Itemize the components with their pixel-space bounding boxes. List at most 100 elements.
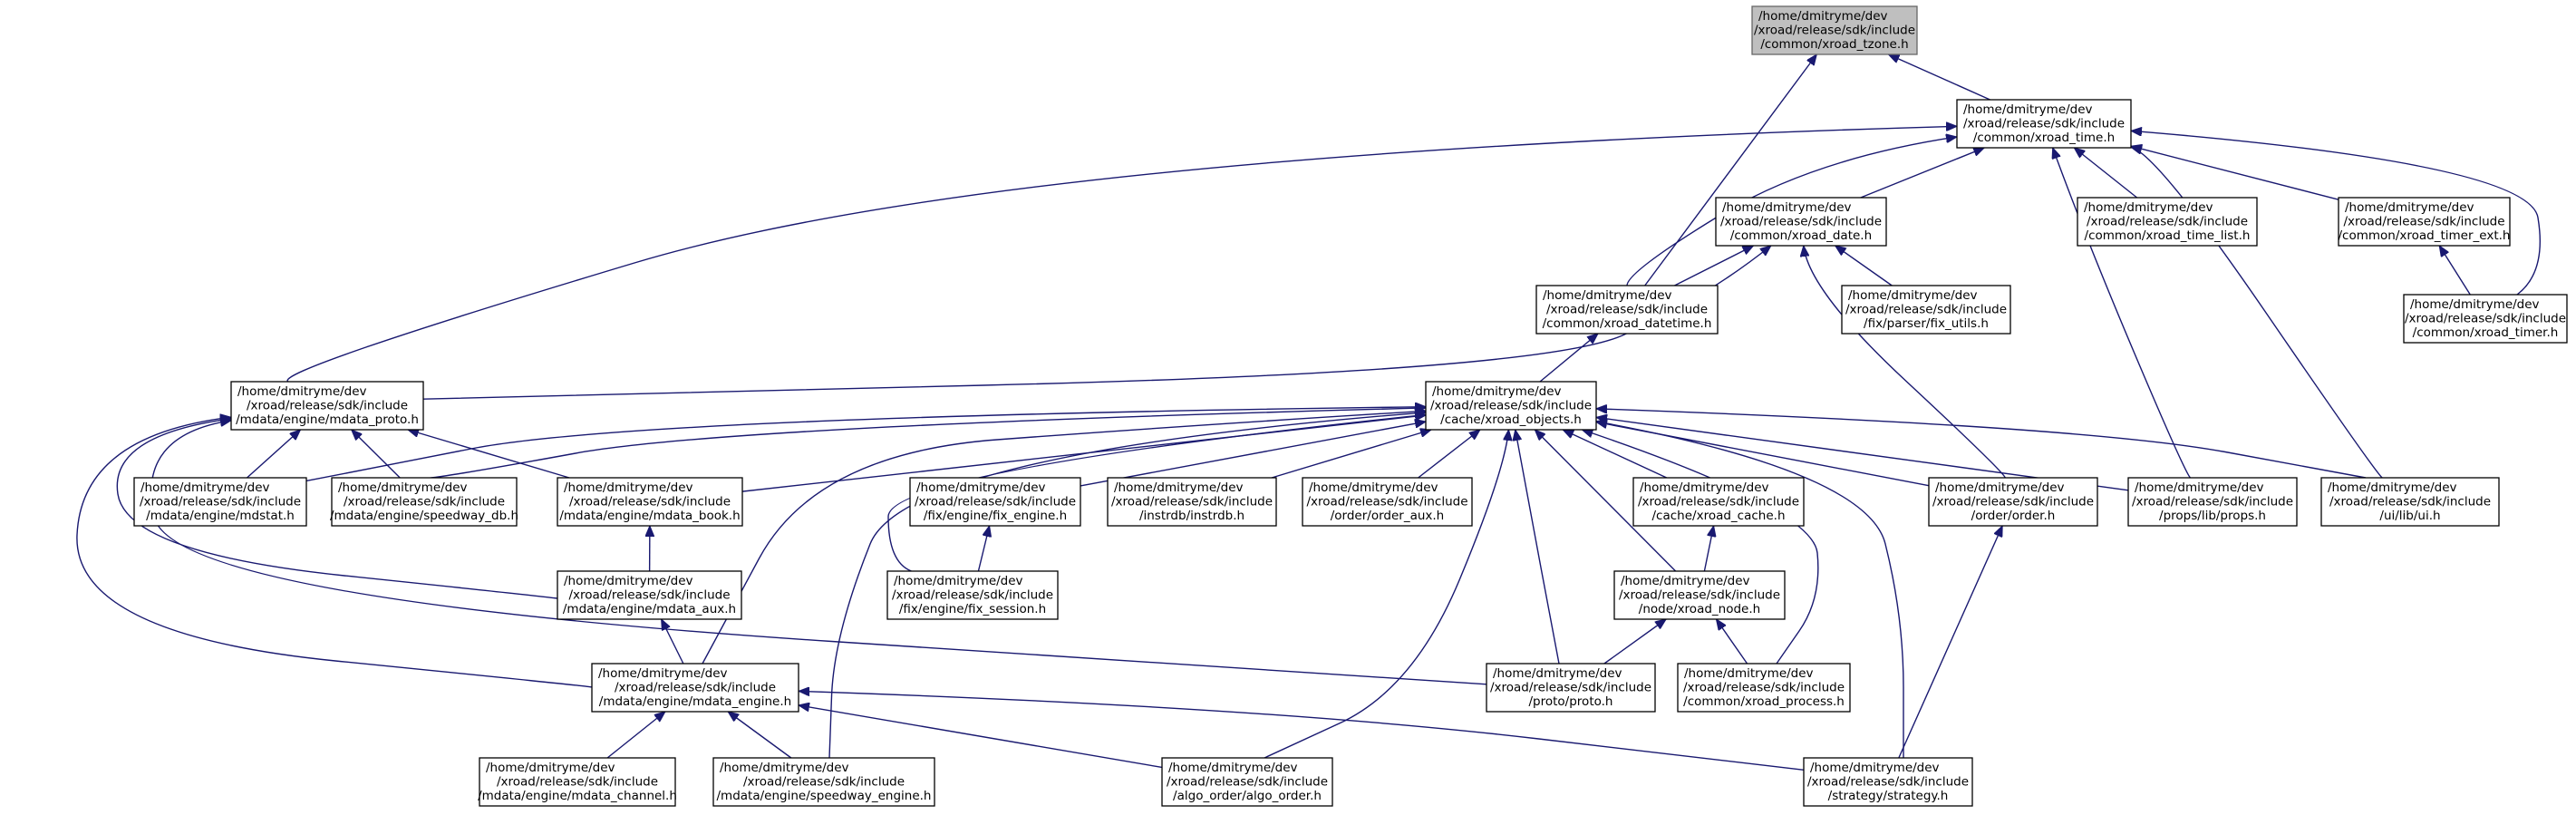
edge-mdata_channel-includes-mdata_engine [606, 712, 665, 759]
edge-props-includes-time [2053, 148, 2192, 479]
node-proto[interactable]: /home/dmitryme/dev/xroad/release/sdk/inc… [1486, 663, 1656, 713]
node-label-line: /xroad/release/sdk/include [1306, 495, 1467, 509]
node-time_list[interactable]: /home/dmitryme/dev/xroad/release/sdk/inc… [2077, 197, 2258, 247]
edge-fix_session-includes-fix_engine [977, 526, 989, 572]
node-props[interactable]: /home/dmitryme/dev/xroad/release/sdk/inc… [2127, 477, 2298, 527]
node-mdata_engine[interactable]: /home/dmitryme/dev/xroad/release/sdk/inc… [591, 663, 799, 713]
node-label-line: /fix/parser/fix_utils.h [1864, 316, 1989, 331]
node-mdata_book[interactable]: /home/dmitryme/dev/xroad/release/sdk/inc… [557, 477, 743, 527]
node-box [1613, 570, 1786, 620]
node-time[interactable]: /home/dmitryme/dev/xroad/release/sdk/inc… [1956, 99, 2132, 149]
node-xroad_cache[interactable]: /home/dmitryme/dev/xroad/release/sdk/inc… [1632, 477, 1805, 527]
node-label-line: /common/xroad_date.h [1730, 228, 1872, 243]
node-instrdb[interactable]: /home/dmitryme/dev/xroad/release/sdk/inc… [1107, 477, 1277, 527]
node-box [1161, 757, 1333, 807]
node-box [2403, 294, 2568, 344]
nodes: /home/dmitryme/dev/xroad/release/sdk/inc… [133, 5, 2568, 807]
node-label-line: /fix/engine/fix_engine.h [924, 509, 1067, 523]
node-label-line: /home/dmitryme/dev [1935, 480, 2065, 495]
node-label-line: /home/dmitryme/dev [338, 480, 468, 495]
node-fix_session[interactable]: /home/dmitryme/dev/xroad/release/sdk/inc… [886, 570, 1059, 620]
node-box [1425, 381, 1597, 431]
node-label-line: /strategy/strategy.h [1828, 789, 1949, 803]
node-label-line: /home/dmitryme/dev [1114, 480, 1244, 495]
node-label-line: /home/dmitryme/dev [2135, 480, 2264, 495]
node-box [1803, 757, 1973, 807]
node-label-line: /cache/xroad_objects.h [1440, 412, 1582, 427]
node-label-line: /home/dmitryme/dev [564, 574, 693, 588]
edge-order-includes-date [1804, 246, 2006, 479]
edge-xroad_node-includes-xroad_cache [1703, 526, 1713, 572]
node-label-line: /fix/engine/fix_session.h [899, 602, 1046, 616]
node-speedway_db[interactable]: /home/dmitryme/dev/xroad/release/sdk/inc… [330, 477, 518, 527]
node-label-line: /xroad/release/sdk/include [2343, 215, 2504, 229]
edge-fix_utils-includes-date [1835, 246, 1893, 286]
node-box [1715, 197, 1887, 247]
node-datetime[interactable]: /home/dmitryme/dev/xroad/release/sdk/inc… [1535, 285, 1719, 335]
node-strategy[interactable]: /home/dmitryme/dev/xroad/release/sdk/inc… [1803, 757, 1973, 807]
node-box [1632, 477, 1805, 527]
node-mdata_proto[interactable]: /home/dmitryme/dev/xroad/release/sdk/inc… [230, 381, 424, 431]
edge-instrdb-includes-objects [1271, 430, 1431, 479]
edge-speedway_db-includes-objects [425, 408, 1426, 479]
node-label-line: /common/xroad_time_list.h [2085, 228, 2251, 243]
edge-time_list-includes-time [2074, 148, 2138, 199]
node-box [2320, 477, 2500, 527]
node-label-line: /order/order.h [1971, 509, 2056, 523]
node-label-line: /home/dmitryme/dev [894, 574, 1023, 588]
node-label-line: /xroad/release/sdk/include [615, 681, 776, 695]
node-box [331, 477, 518, 527]
node-speedway_engine[interactable]: /home/dmitryme/dev/xroad/release/sdk/inc… [712, 757, 935, 807]
node-date[interactable]: /home/dmitryme/dev/xroad/release/sdk/inc… [1715, 197, 1887, 247]
node-mdata_channel[interactable]: /home/dmitryme/dev/xroad/release/sdk/inc… [478, 757, 677, 807]
edge-mdata_book-includes-mdata_proto [408, 430, 570, 479]
edge-timer_ext-includes-time [2131, 146, 2339, 200]
node-label-line: /xroad/release/sdk/include [1546, 303, 1708, 317]
node-label-line: /xroad/release/sdk/include [892, 588, 1053, 603]
node-label-line: /home/dmitryme/dev [2084, 200, 2213, 215]
node-box [909, 477, 1081, 527]
node-label-line: /xroad/release/sdk/include [140, 495, 301, 509]
node-label-line: /home/dmitryme/dev [140, 480, 270, 495]
node-label-line: /xroad/release/sdk/include [1638, 495, 1799, 509]
node-label-line: /xroad/release/sdk/include [1683, 681, 1845, 695]
node-fix_utils[interactable]: /home/dmitryme/dev/xroad/release/sdk/inc… [1841, 285, 2011, 335]
node-box [1928, 477, 2098, 527]
node-label-line: /home/dmitryme/dev [1810, 761, 1940, 775]
node-label-line: /order/order_aux.h [1331, 509, 1445, 523]
node-label-line: /node/xroad_node.h [1639, 602, 1760, 616]
node-fix_engine[interactable]: /home/dmitryme/dev/xroad/release/sdk/inc… [909, 477, 1081, 527]
node-algo_order[interactable]: /home/dmitryme/dev/xroad/release/sdk/inc… [1161, 757, 1333, 807]
node-xroad_node[interactable]: /home/dmitryme/dev/xroad/release/sdk/inc… [1613, 570, 1786, 620]
node-timer_ext[interactable]: /home/dmitryme/dev/xroad/release/sdk/inc… [2338, 197, 2511, 247]
node-box [2338, 197, 2511, 247]
node-timer[interactable]: /home/dmitryme/dev/xroad/release/sdk/inc… [2403, 294, 2568, 344]
node-mdata_aux[interactable]: /home/dmitryme/dev/xroad/release/sdk/inc… [557, 570, 742, 620]
node-label-line: /xroad/release/sdk/include [2132, 495, 2293, 509]
node-label-line: /common/xroad_time.h [1973, 131, 2115, 145]
node-label-line: /xroad/release/sdk/include [2329, 495, 2491, 509]
node-label-line: /home/dmitryme/dev [1309, 480, 1438, 495]
node-label-line: /instrdb/instrdb.h [1139, 509, 1244, 523]
node-label-line: /home/dmitryme/dev [1963, 102, 2093, 117]
node-objects[interactable]: /home/dmitryme/dev/xroad/release/sdk/inc… [1425, 381, 1597, 431]
node-label-line: /common/xroad_tzone.h [1760, 37, 1908, 52]
node-label-line: /xroad/release/sdk/include [1111, 495, 1273, 509]
node-label-line: /ui/lib/ui.h [2379, 509, 2440, 523]
node-label-line: /xroad/release/sdk/include [1430, 399, 1592, 413]
node-box [133, 477, 307, 527]
node-label-line: /home/dmitryme/dev [1432, 384, 1562, 399]
node-label-line: /cache/xroad_cache.h [1652, 509, 1786, 523]
edge-speedway_engine-includes-mdata_engine [728, 712, 792, 759]
node-mdstat[interactable]: /home/dmitryme/dev/xroad/release/sdk/inc… [133, 477, 307, 527]
node-order[interactable]: /home/dmitryme/dev/xroad/release/sdk/inc… [1928, 477, 2098, 527]
node-label-line: /xroad/release/sdk/include [1932, 495, 2094, 509]
node-xroad_process[interactable]: /home/dmitryme/dev/xroad/release/sdk/inc… [1677, 663, 1851, 713]
node-ui[interactable]: /home/dmitryme/dev/xroad/release/sdk/inc… [2320, 477, 2500, 527]
node-order_aux[interactable]: /home/dmitryme/dev/xroad/release/sdk/inc… [1302, 477, 1473, 527]
edge-mdata_aux-includes-mdata_proto [116, 419, 558, 599]
node-label-line: /xroad/release/sdk/include [915, 495, 1076, 509]
edge-xroad_process-includes-xroad_node [1716, 619, 1748, 665]
node-label-line: /home/dmitryme/dev [1722, 200, 1852, 215]
